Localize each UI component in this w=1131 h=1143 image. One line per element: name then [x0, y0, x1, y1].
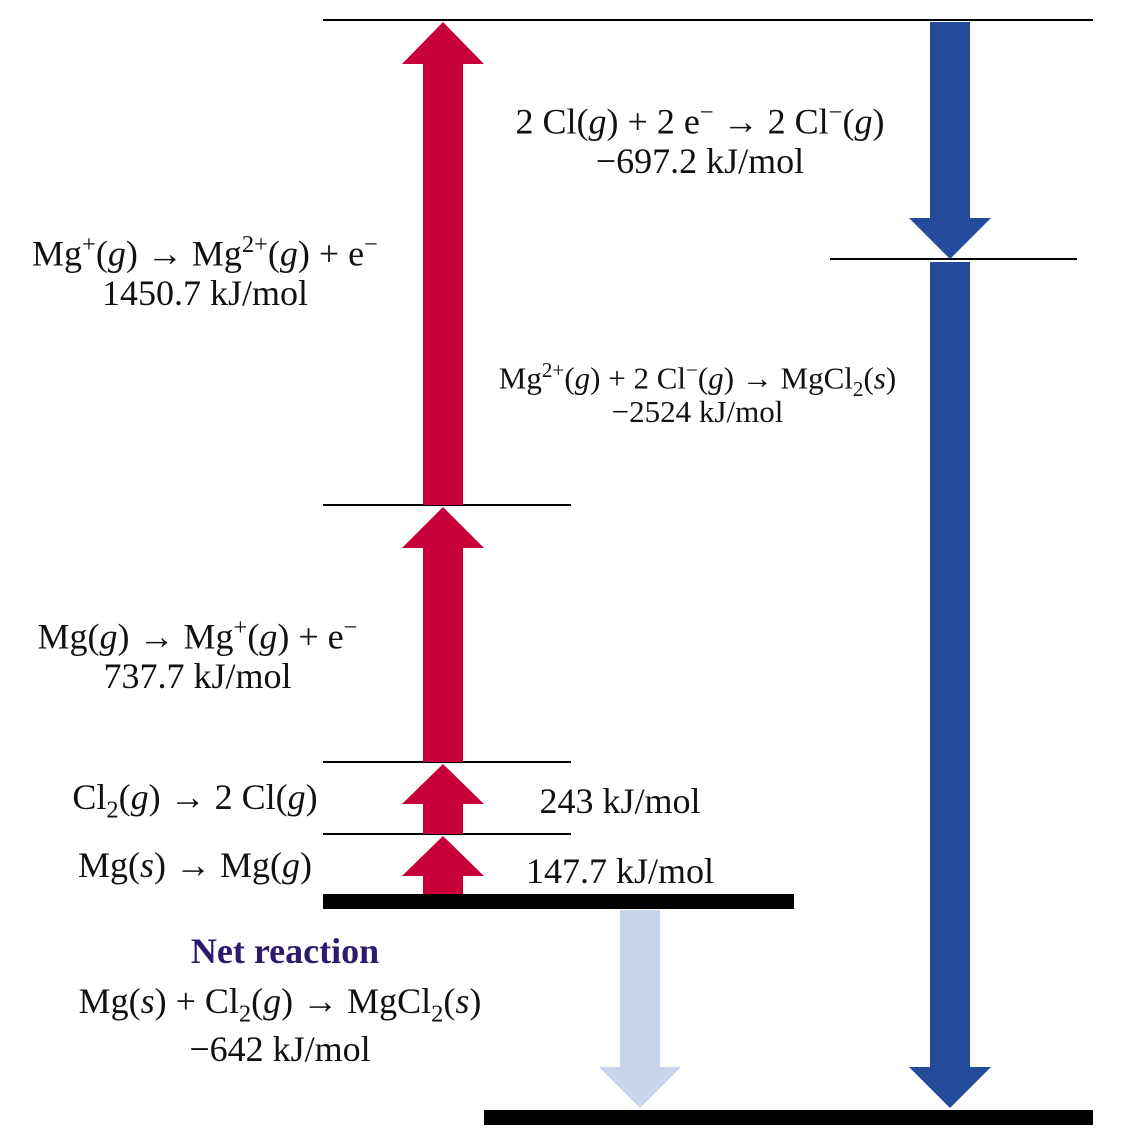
- lattice-formation-equation: Mg2+(g) + 2 Cl−(g) → MgCl2(s): [498, 358, 897, 401]
- arrow-cl2-dissociation: [402, 764, 484, 834]
- mg-sublimation-equation: Mg(s) → Mg(g): [77, 845, 312, 885]
- cl2-dissociation-energy: 243 kJ/mol: [539, 781, 701, 821]
- electron-affinity-energy: −697.2 kJ/mol: [595, 141, 805, 181]
- arrow-mg-sublimation: [402, 836, 484, 894]
- first-ionization-equation: Mg(g) → Mg+(g) + e−: [37, 614, 358, 657]
- level-elements-baseline: [323, 894, 794, 909]
- arrow-lattice-formation: [909, 262, 991, 1108]
- cl2-dissociation-equation: Cl2(g) → 2 Cl(g): [72, 777, 318, 824]
- electron-affinity-equation: 2 Cl(g) + 2 e− → 2 Cl−(g): [515, 99, 885, 142]
- arrow-electron-affinity: [909, 22, 991, 259]
- arrow-second-ionization: [402, 22, 484, 505]
- arrow-net-reaction: [599, 910, 681, 1108]
- second-ionization-equation: Mg+(g) → Mg2+(g) + e−: [32, 231, 378, 274]
- first-ionization-energy: 737.7 kJ/mol: [103, 656, 292, 696]
- lattice-formation-energy: −2524 kJ/mol: [611, 394, 784, 429]
- net-reaction-energy: −642 kJ/mol: [189, 1029, 371, 1069]
- arrow-first-ionization: [402, 507, 484, 762]
- mg-sublimation-energy: 147.7 kJ/mol: [525, 851, 714, 891]
- second-ionization-energy: 1450.7 kJ/mol: [101, 273, 308, 313]
- net-reaction-equation: Mg(s) + Cl2(g) → MgCl2(s): [78, 981, 482, 1028]
- level-mgcl2-solid: [484, 1110, 1093, 1125]
- net-reaction-title: Net reaction: [190, 931, 380, 971]
